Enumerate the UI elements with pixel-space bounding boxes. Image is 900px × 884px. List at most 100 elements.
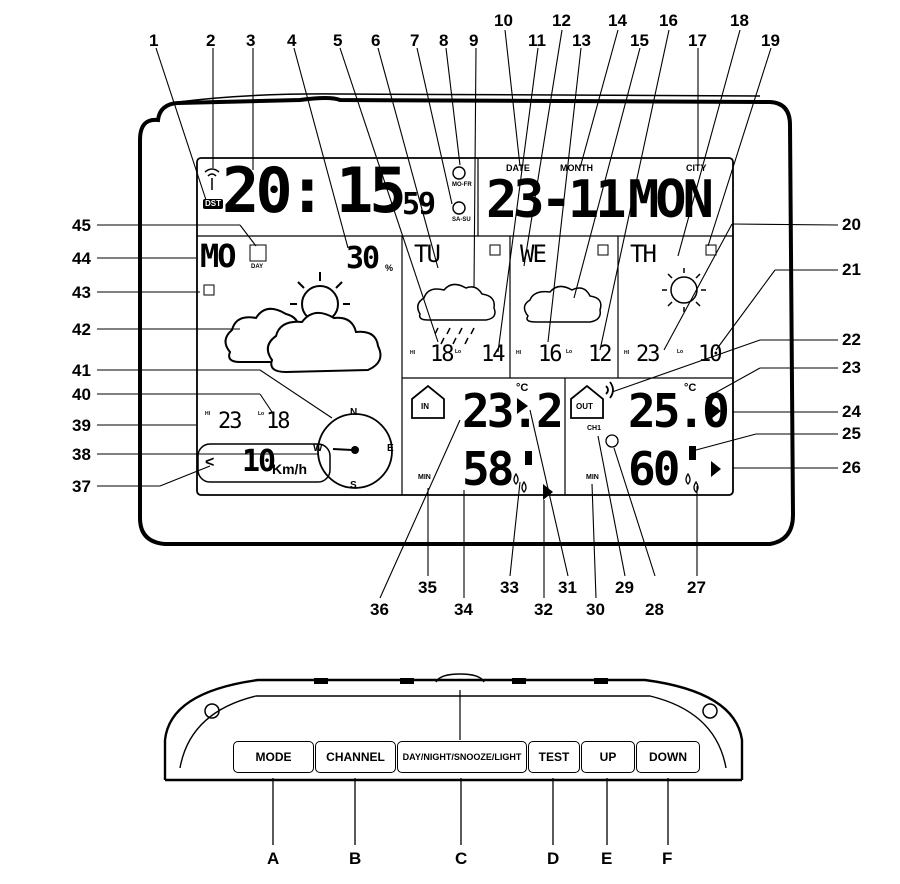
indoor-humidity: 58 — [462, 442, 514, 496]
callout-31: 31 — [558, 578, 577, 597]
day-night-snooze-light-button[interactable]: DAY/NIGHT/SNOOZE/LIGHT — [397, 741, 527, 773]
date-label: DATE — [506, 163, 530, 173]
button-leaders — [272, 778, 669, 845]
callout-37: 37 — [72, 477, 91, 496]
callout-1: 1 — [149, 31, 159, 50]
device-housing — [138, 96, 796, 546]
callout-20: 20 — [842, 215, 861, 234]
callout-34: 34 — [454, 600, 473, 619]
forecast1-hi-label: HI — [410, 350, 415, 356]
button-letter-c: C — [455, 849, 468, 868]
callout-26: 26 — [842, 458, 861, 477]
compass-s: S — [350, 480, 357, 491]
forecast1-hi: 18 — [430, 342, 454, 367]
callout-17: 17 — [688, 31, 707, 50]
callout-11: 11 — [528, 31, 546, 50]
indoor-house-icon — [411, 384, 445, 419]
callout-32: 32 — [534, 600, 553, 619]
channel-button[interactable]: CHANNEL — [315, 741, 396, 773]
mode-button[interactable]: MODE — [233, 741, 314, 773]
callout-10: 10 — [494, 11, 513, 30]
forecast2-cloud-icon — [523, 285, 602, 323]
callout-21: 21 — [842, 260, 861, 279]
rf-signal-icon — [204, 168, 220, 190]
forecast1-rain-icon — [417, 283, 496, 345]
callout-9: 9 — [469, 31, 479, 50]
callout-30: 30 — [586, 600, 605, 619]
compass-n: N — [350, 407, 358, 418]
callout-13: 13 — [572, 31, 591, 50]
today-weather-icon — [224, 272, 382, 374]
outdoor-temp-unit: °C — [684, 382, 697, 394]
trend-arrows — [517, 398, 721, 500]
today-lo: 18 — [266, 409, 290, 434]
today-hi: 23 — [218, 409, 242, 434]
button-letter-b: B — [349, 849, 362, 868]
indoor-temperature: 23.2 — [462, 384, 564, 438]
outdoor-label: OUT — [576, 402, 593, 411]
time-minutes: 15 — [336, 154, 407, 227]
forecast2-hi: 16 — [538, 342, 562, 367]
outdoor-temperature: 25.0 — [628, 384, 730, 438]
wind-unit: Km/h — [272, 461, 307, 477]
callout-12: 12 — [552, 11, 571, 30]
forecast1-day: TU — [414, 240, 441, 268]
time-seconds: 59 — [402, 187, 436, 222]
callout-14: 14 — [608, 11, 627, 30]
callout-3: 3 — [246, 31, 256, 50]
compass-e: E — [387, 443, 394, 454]
today-hi-label: HI — [205, 411, 210, 417]
button-letter-a: A — [267, 849, 280, 868]
callout-40: 40 — [72, 385, 91, 404]
forecast3-lo: 10 — [698, 342, 722, 367]
callout-8: 8 — [439, 31, 449, 50]
button-letter-f: F — [662, 849, 673, 868]
callout-2: 2 — [206, 31, 216, 50]
wind-speed-box — [197, 443, 331, 483]
today-lo-label: Lo — [258, 411, 265, 417]
callout-15: 15 — [630, 31, 649, 50]
sync-icon — [605, 434, 619, 448]
callout-44: 44 — [72, 249, 91, 268]
city-label: CITY — [686, 163, 707, 173]
forecast1-lo-label: Lo — [455, 349, 462, 355]
forecast3-lo-label: Lo — [677, 349, 684, 355]
callout-36: 36 — [370, 600, 389, 619]
compass-rose — [317, 413, 393, 489]
callout-24: 24 — [842, 402, 861, 421]
callout-41: 41 — [72, 361, 91, 380]
callout-16: 16 — [659, 11, 678, 30]
alarm1-days: MO-FR — [452, 182, 472, 188]
alarm2-days: SA-SU — [452, 217, 471, 223]
day-label: DAY — [251, 264, 264, 270]
forecast3-hi: 23 — [636, 342, 660, 367]
callout-25: 25 — [842, 424, 861, 443]
back-arrow: < — [205, 454, 215, 471]
device-bottom-view — [163, 673, 744, 782]
button-letter-d: D — [547, 849, 560, 868]
callout-35: 35 — [418, 578, 437, 597]
weekday: MON — [628, 170, 714, 230]
alarm-icons — [452, 166, 466, 215]
time-hours: 20: — [222, 154, 326, 227]
callout-43: 43 — [72, 283, 91, 302]
test-button[interactable]: TEST — [528, 741, 580, 773]
compass-w: W — [313, 443, 323, 454]
callout-4: 4 — [287, 31, 297, 50]
outdoor-house-icon — [570, 381, 614, 419]
down-button[interactable]: DOWN — [636, 741, 700, 773]
indoor-label: IN — [421, 402, 429, 411]
callout-23: 23 — [842, 358, 861, 377]
outdoor-humidity: 60 — [628, 442, 680, 496]
dst-indicator: DST — [203, 199, 223, 209]
forecast3-day: TH — [630, 240, 657, 268]
indoor-min-label: MIN — [418, 474, 431, 481]
forecast3-hi-label: HI — [624, 350, 629, 356]
indoor-temp-unit: °C — [516, 382, 529, 394]
up-button[interactable]: UP — [581, 741, 635, 773]
today-day: MO — [200, 237, 237, 275]
rain-probability: 30 — [346, 241, 380, 276]
battery-icons — [525, 446, 696, 465]
outdoor-channel: CH1 — [587, 425, 602, 432]
